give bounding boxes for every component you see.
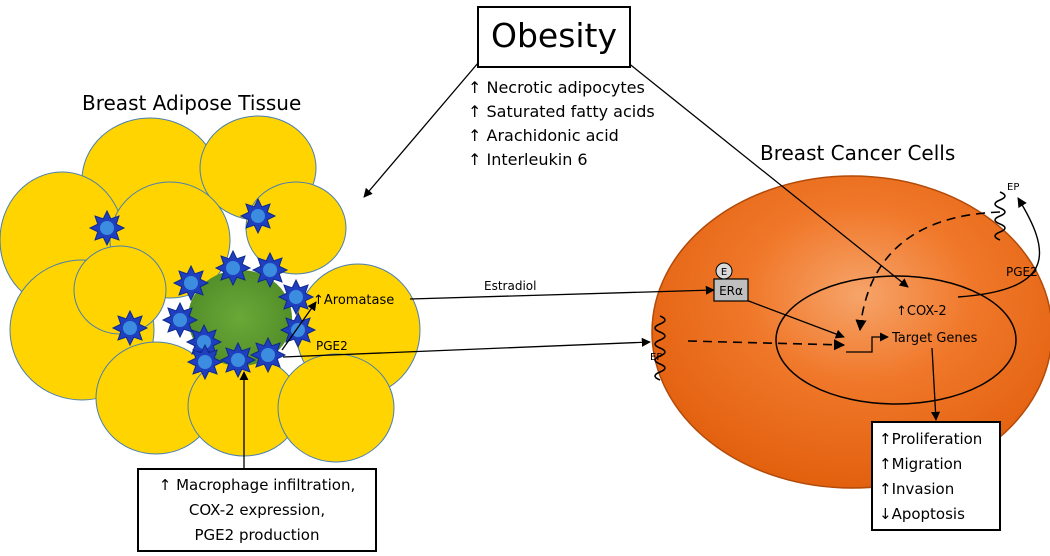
adipocyte [277,353,395,463]
macrophage [249,336,287,374]
outcome-item: ↑Migration [879,455,963,473]
effect-item: ↑ Arachidonic acid [468,126,619,145]
arrow-obesity-to-adipose [363,55,485,198]
cancer-cells-heading: Breast Cancer Cells [760,141,956,165]
macrophages [88,197,317,381]
macrophage [172,264,210,302]
arrow-macrophage-to-aromatase [281,301,317,351]
macrophage-line: PGE2 production [194,526,320,544]
obesity-title: Obesity [490,16,618,55]
pge2-cancer-label: PGE2 [1006,265,1038,279]
obesity-box: Obesity [477,6,631,68]
macrophage [88,209,126,247]
effect-item: ↑ Saturated fatty acids [468,102,655,121]
adipose-tissue-heading: Breast Adipose Tissue [82,91,302,115]
macrophage [186,343,224,381]
macrophage [161,301,199,339]
macrophage [219,341,257,379]
macrophage-line: COX-2 expression, [188,501,326,519]
nucleus [775,275,1017,405]
ep-receptor-lower [654,315,666,381]
effect-item: ↑ Interleukin 6 [468,150,588,169]
ep-lower-label: EP [650,352,662,363]
aromatase-label: ↑Aromatase [313,293,394,308]
macrophage [111,309,149,347]
arrow-estradiol [409,285,715,300]
obesity-effects-list: ↑ Necrotic adipocytes ↑ Saturated fatty … [468,76,655,172]
estradiol-label: Estradiol [484,279,536,293]
outcome-item: ↑Invasion [879,480,955,498]
breast-cancer-cell [651,175,1050,489]
arrow-pge2-to-ep [282,337,651,358]
macrophage [239,197,277,235]
arrow-er-to-genes [745,299,845,339]
e-label: E [721,267,727,278]
target-genes-label: Target Genes [891,331,978,346]
cox2-label: ↑COX-2 [896,304,947,319]
pge2-adipose-label: PGE2 [316,339,348,353]
effect-item: ↑ Necrotic adipocytes [468,78,645,97]
arrow-cox2-pge2-curve [957,197,1041,298]
adipose-tissue [0,115,421,463]
ep-receptor-upper [994,191,1006,241]
macrophage [214,249,252,287]
macrophage [251,251,289,289]
estradiol-ligand [715,262,733,280]
outcomes-box: ↑Proliferation ↑Migration ↑Invasion ↓Apo… [871,421,1001,531]
macrophage [279,311,317,349]
macrophage [277,278,315,316]
macrophage-box: ↑ Macrophage infiltration, COX-2 express… [137,468,377,552]
macrophage-line: ↑ Macrophage infiltration, [158,476,356,494]
arrow-ep-dashed-to-genes [687,339,846,351]
er-alpha-label: ERα [719,284,743,298]
arrow-genes-to-outcomes [931,347,941,421]
outcome-item: ↓Apoptosis [879,505,965,523]
outcome-item: ↑Proliferation [879,430,983,448]
arrow-obesity-to-cox2 [621,57,909,288]
ep-upper-label: EP [1007,182,1019,193]
promoter-arrow [846,332,889,353]
er-alpha-box [713,278,749,302]
